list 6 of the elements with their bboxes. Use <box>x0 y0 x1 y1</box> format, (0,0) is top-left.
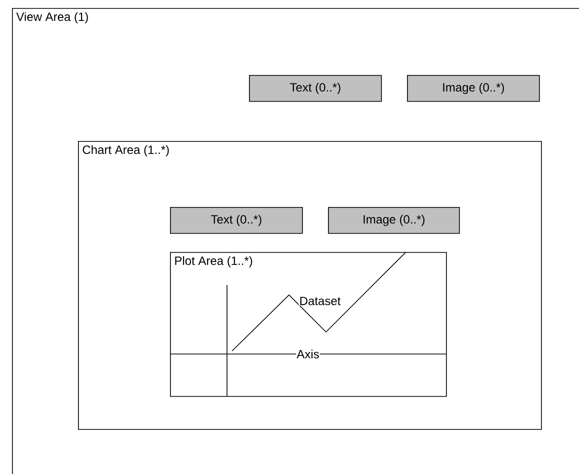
axis-label: Axis <box>296 349 320 359</box>
element-box: Text (0..*) <box>170 207 303 234</box>
dataset-label: Dataset <box>298 296 342 306</box>
element-box: Image (0..*) <box>328 207 460 234</box>
element-box: Text (0..*) <box>249 75 382 102</box>
element-box: Image (0..*) <box>407 75 540 102</box>
